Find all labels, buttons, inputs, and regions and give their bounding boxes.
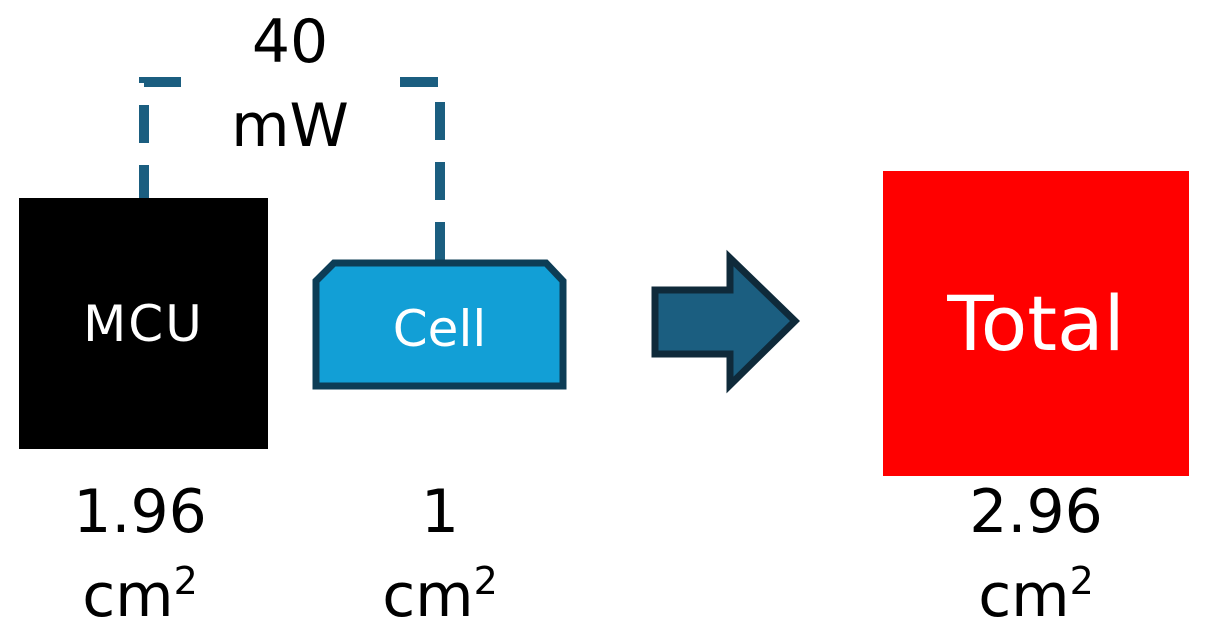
cell-area-unit-base: cm bbox=[382, 561, 474, 631]
cell-label: Cell bbox=[392, 299, 487, 358]
mcu-area-unit: cm2 bbox=[40, 562, 240, 626]
total-area-unit: cm2 bbox=[936, 562, 1136, 626]
cell-area-value: 1 bbox=[420, 477, 460, 547]
mcu-area-value: 1.96 bbox=[73, 477, 207, 547]
cell-area-unit: cm2 bbox=[340, 562, 540, 626]
cell-block bbox=[312, 259, 567, 390]
total-area-value: 2.96 bbox=[969, 477, 1103, 547]
total-label: Total bbox=[947, 279, 1125, 368]
mcu-label: MCU bbox=[83, 294, 204, 353]
cell-area-unit-exp: 2 bbox=[473, 559, 498, 603]
total-area-unit-exp: 2 bbox=[1069, 559, 1094, 603]
power-unit: mW bbox=[231, 91, 349, 161]
power-connector bbox=[139, 77, 445, 262]
mcu-area-unit-base: cm bbox=[82, 561, 174, 631]
mcu-block bbox=[19, 198, 268, 449]
right-arrow-icon bbox=[651, 249, 801, 394]
power-value: 40 bbox=[251, 7, 329, 77]
total-area-unit-base: cm bbox=[978, 561, 1070, 631]
total-block bbox=[883, 171, 1189, 476]
mcu-area-unit-exp: 2 bbox=[173, 559, 198, 603]
